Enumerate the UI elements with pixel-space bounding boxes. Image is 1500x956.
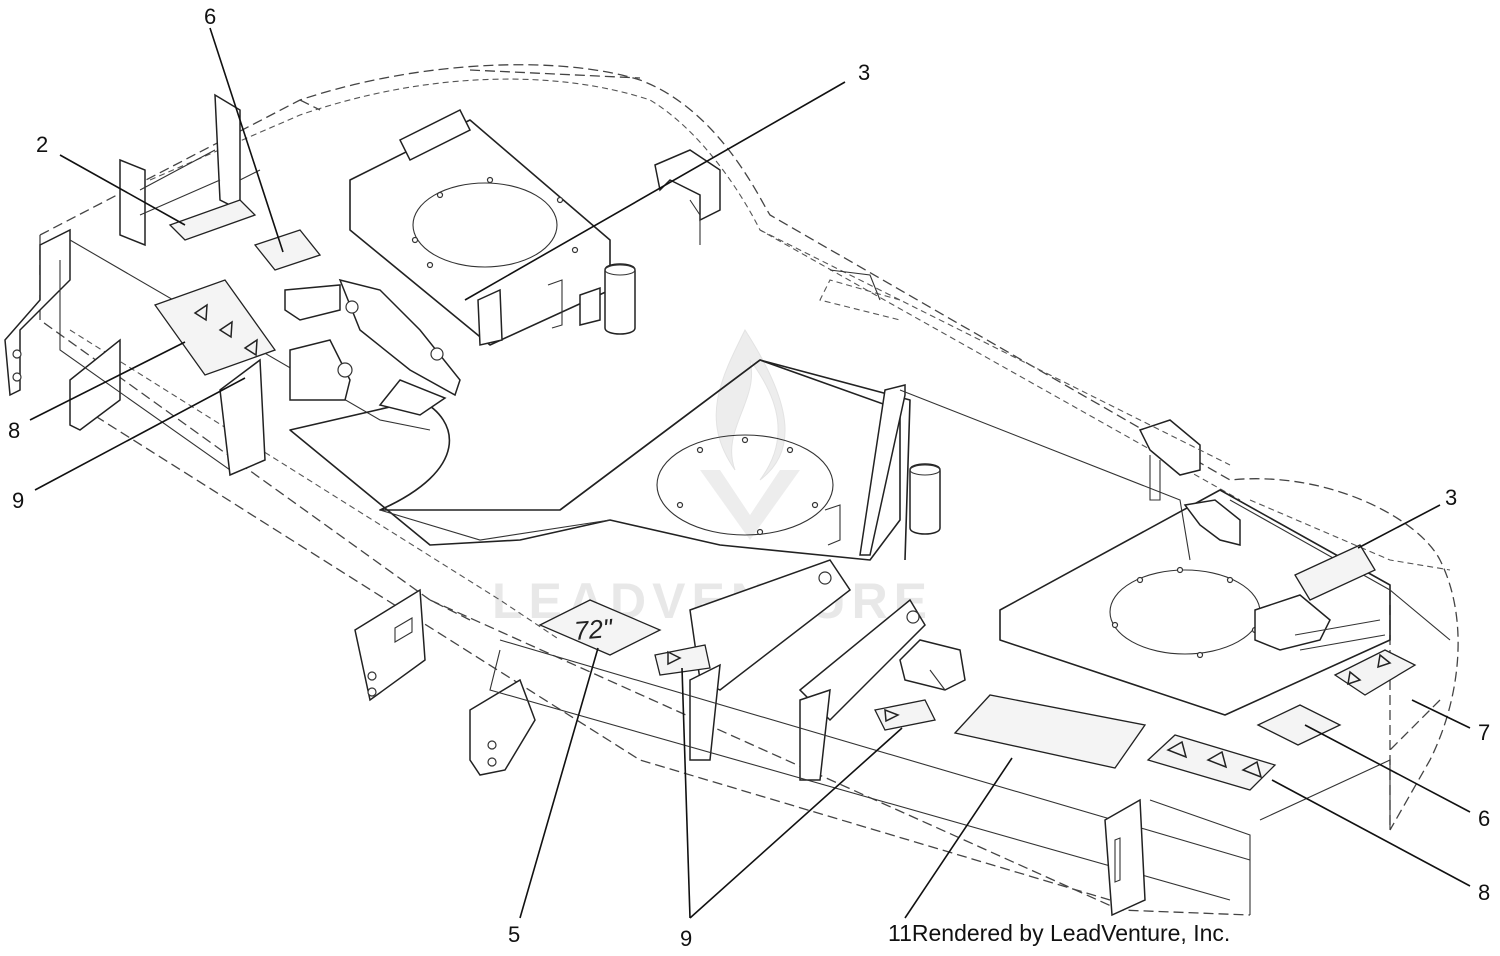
warning-triangle-icon (243, 338, 258, 357)
callout-7: 7 (1478, 720, 1490, 745)
center-cylinder (909, 463, 941, 535)
deck-skirt-left (39, 235, 471, 621)
front-lift-arms (469, 559, 1391, 917)
left-post (477, 288, 503, 346)
left-bottom-plate (354, 588, 426, 702)
left-tall-plate (214, 93, 241, 212)
decal-11 (953, 694, 1147, 769)
leader-8-left (29, 341, 186, 421)
front-arm-1 (469, 678, 536, 776)
front-hitch-pin (899, 639, 966, 691)
callout-11: 11 (888, 920, 912, 946)
callout-3-top: 3 (858, 60, 870, 85)
front-arm-3-leg (799, 688, 831, 781)
footer-caption: 11Rendered by LeadVenture, Inc. (888, 920, 1230, 947)
right-bumper (759, 229, 1231, 466)
right-hinge-bracket (1138, 419, 1201, 476)
warning-triangle-icon (1241, 760, 1263, 779)
watermark-flame-icon (715, 328, 786, 481)
callout-9-left: 9 (12, 488, 24, 513)
leader-9-bottom-a (681, 667, 691, 919)
left-link-arm (338, 278, 461, 397)
left-cylinder (604, 263, 636, 335)
center-spindle-plate (559, 359, 911, 561)
decal-2 (168, 199, 257, 241)
deck-inner-rim (149, 78, 1241, 501)
decal-size-text: 72" (573, 613, 615, 646)
watermark-v-icon (700, 470, 800, 540)
warning-triangle-icon (218, 320, 233, 339)
decal-8-left (153, 279, 277, 376)
left-hitch-bracket (4, 93, 431, 702)
warning-triangle-icon (193, 303, 208, 322)
warning-triangle-icon (1347, 670, 1362, 686)
leader-8-right (1271, 779, 1471, 887)
callout-9-bottom: 9 (680, 926, 692, 951)
leader-6-right (1304, 724, 1471, 813)
decal-6-right (1256, 704, 1342, 746)
decal-5-deck-size (538, 599, 662, 656)
footer-credit: Rendered by LeadVenture, Inc. (911, 920, 1231, 946)
left-mount-plate (119, 158, 146, 247)
deck-lower-rim (69, 329, 561, 641)
leader-3-top (464, 81, 846, 301)
front-arm-2-leg (689, 663, 721, 761)
leader-lines (29, 27, 1471, 919)
callout-6-right: 6 (1478, 806, 1490, 831)
left-arm-block (289, 339, 351, 401)
warning-triangle-icon (1206, 750, 1228, 769)
leader-5 (519, 647, 599, 919)
callout-6-top: 6 (204, 4, 216, 29)
right-front-plate (1104, 798, 1146, 917)
left-belt-cover (398, 108, 472, 162)
leadventure-watermark: LEADVENTURE (492, 328, 927, 629)
decal-9-right (874, 699, 936, 731)
decal-6-top (253, 229, 322, 271)
callout-labels: 2 6 3 8 9 3 7 6 8 5 9 (8, 4, 1490, 951)
deck-outline-rear (299, 69, 641, 111)
left-idler-bracket (579, 286, 601, 326)
right-idler (1254, 594, 1331, 651)
leader-6-top (209, 27, 284, 253)
warning-triangle-icon (1166, 740, 1188, 759)
left-front-arm (69, 338, 121, 431)
left-spindle (349, 108, 636, 346)
left-front-bracket (219, 358, 266, 477)
leader-9-bottom-b (689, 727, 903, 919)
warning-triangle-icon (884, 708, 900, 723)
leader-9-left (34, 377, 246, 491)
right-rear-bracket (1183, 499, 1241, 546)
deck-right-rim (1249, 499, 1451, 571)
decal-7 (1333, 649, 1417, 696)
decal-3-right (1294, 544, 1376, 601)
rear-hinge-bracket (654, 149, 721, 245)
callout-3-right: 3 (1445, 485, 1457, 510)
leader-2 (59, 154, 186, 226)
center-strut (859, 384, 906, 556)
deck-outline-top (39, 64, 1459, 831)
leader-11 (904, 757, 1013, 919)
callout-5: 5 (508, 922, 520, 947)
warning-triangle-icon (667, 650, 682, 666)
right-spindle-plate (999, 489, 1391, 716)
center-baffle (289, 359, 901, 561)
leader-7 (1411, 699, 1471, 729)
center-frame (284, 278, 1191, 561)
decal-8-right (1146, 734, 1277, 791)
leader-3-right (1357, 504, 1441, 549)
warning-triangle-icon (1377, 653, 1392, 669)
decals: 72" (153, 199, 1417, 791)
callout-8-right: 8 (1478, 880, 1490, 905)
callout-8-left: 8 (8, 418, 20, 443)
callout-2: 2 (36, 132, 48, 157)
right-spindle (999, 419, 1451, 716)
left-side-arm (4, 228, 71, 397)
